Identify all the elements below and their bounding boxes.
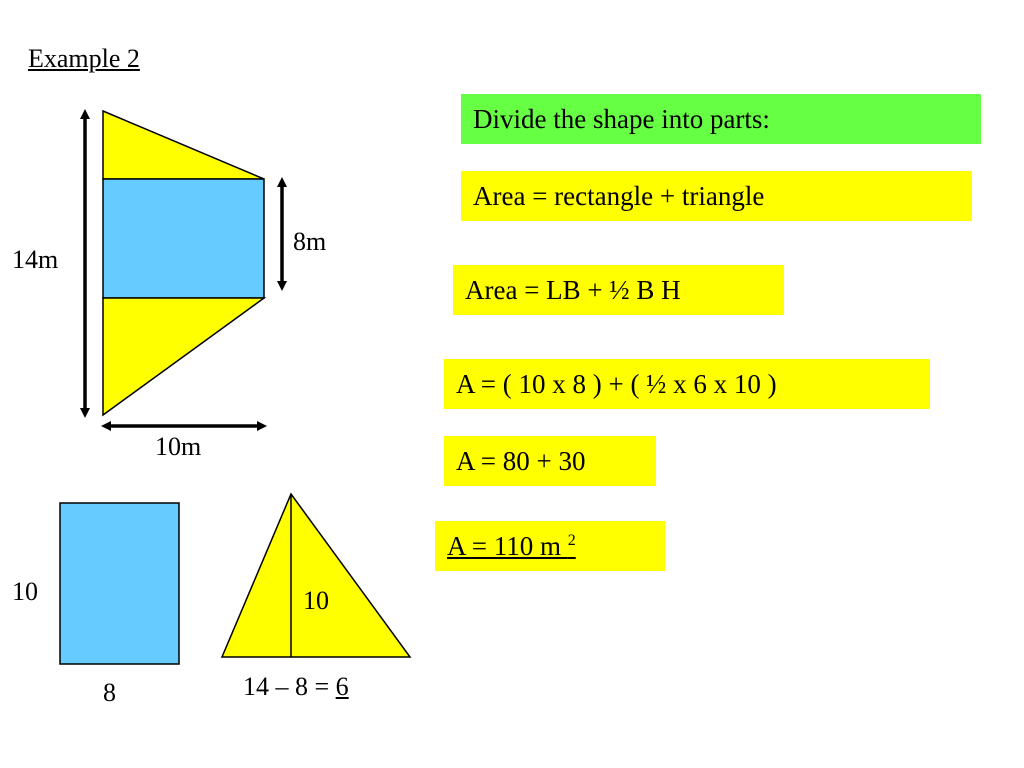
triangle-base-result: 6 — [335, 672, 349, 701]
instruction-text: Divide the shape into parts: — [473, 103, 770, 134]
step4-box: A = 80 + 30 — [444, 436, 656, 486]
rect-side-label: 10 — [12, 577, 38, 606]
answer-exponent: 2 — [567, 531, 576, 549]
answer-value: A = 110 m — [447, 530, 568, 561]
width-label: 10m — [155, 432, 202, 461]
top-triangle — [102, 109, 265, 180]
height-label: 14m — [12, 245, 59, 274]
triangle-base-label: 14 – 8 = 6 — [243, 674, 349, 700]
step2-text: Area = LB + ½ B H — [465, 274, 681, 305]
page-title: Example 2 — [28, 44, 140, 73]
separate-rectangle — [59, 502, 180, 665]
rect-bottom-label: 8 — [103, 678, 116, 707]
triangle-height-label: 10 — [303, 586, 329, 615]
step1-text: Area = rectangle + triangle — [473, 180, 765, 211]
answer-box: A = 110 m 2 — [435, 521, 665, 571]
rect-height-label: 8m — [293, 227, 327, 256]
separate-triangle — [220, 492, 412, 658]
step1-box: Area = rectangle + triangle — [461, 171, 972, 221]
middle-rectangle — [102, 178, 265, 299]
answer-text: A = 110 m 2 — [447, 530, 576, 561]
triangle-base-expression: 14 – 8 = — [243, 672, 336, 701]
step3-box: A = ( 10 x 8 ) + ( ½ x 6 x 10 ) — [444, 359, 930, 409]
bottom-triangle — [102, 297, 267, 417]
step2-box: Area = LB + ½ B H — [453, 265, 784, 315]
step4-text: A = 80 + 30 — [456, 445, 586, 476]
step3-text: A = ( 10 x 8 ) + ( ½ x 6 x 10 ) — [456, 368, 777, 399]
instruction-box: Divide the shape into parts: — [461, 94, 981, 144]
